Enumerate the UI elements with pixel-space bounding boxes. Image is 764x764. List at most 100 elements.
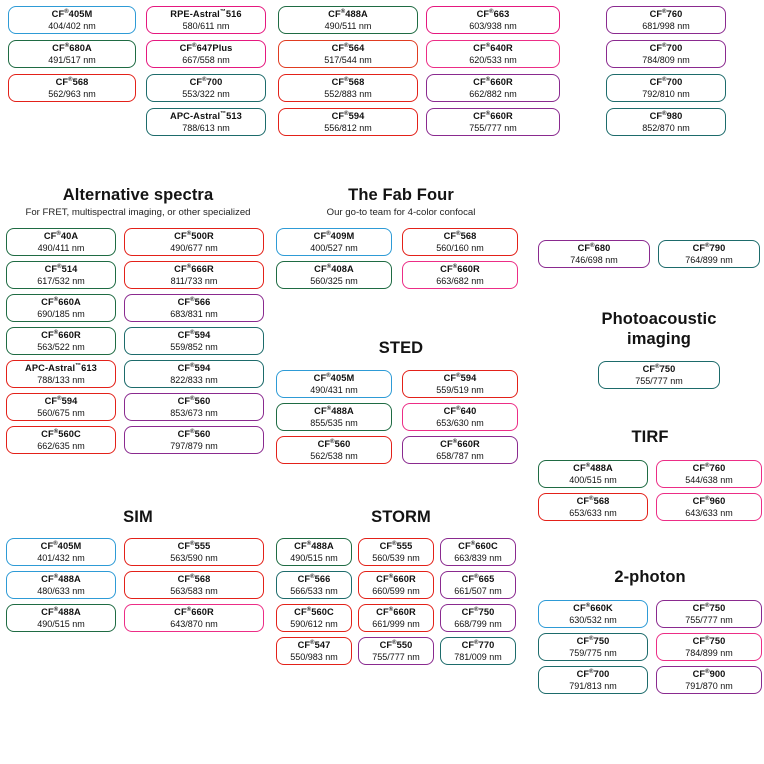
- trademark-mark: ™: [220, 111, 227, 118]
- trademark-mark: ®: [326, 373, 331, 380]
- dye-spectra: 660/599 nm: [372, 585, 420, 596]
- dye-spectra: 667/558 nm: [182, 54, 230, 65]
- dye-spectra: 792/810 nm: [642, 88, 690, 99]
- sim-title: SIM: [123, 508, 153, 526]
- trademark-mark: ®: [53, 574, 59, 581]
- trademark-mark: ®: [202, 77, 207, 84]
- dye-name: CF®514: [44, 264, 78, 275]
- dye-spectra: 764/899 nm: [685, 254, 733, 265]
- dye-name: CF®660R: [440, 439, 480, 450]
- trademark-mark: ®: [56, 231, 61, 238]
- trademark-mark: ®: [662, 77, 667, 84]
- trademark-mark: ®: [474, 640, 479, 647]
- dye-spectra: 559/852 nm: [170, 341, 218, 352]
- dye-name: CF®568: [443, 231, 477, 242]
- fab-four-subtitle: Our go-to team for 4-color confocal: [326, 207, 476, 218]
- dye-spectra: 683/831 nm: [170, 308, 218, 319]
- trademark-mark: ®: [705, 463, 710, 470]
- trademark-mark: ®: [388, 574, 394, 581]
- trademark-mark: ®: [306, 607, 312, 614]
- dye-spectra: 791/870 nm: [685, 680, 733, 691]
- trademark-mark: ®: [57, 264, 62, 271]
- dye-name: CF®660A: [41, 297, 81, 308]
